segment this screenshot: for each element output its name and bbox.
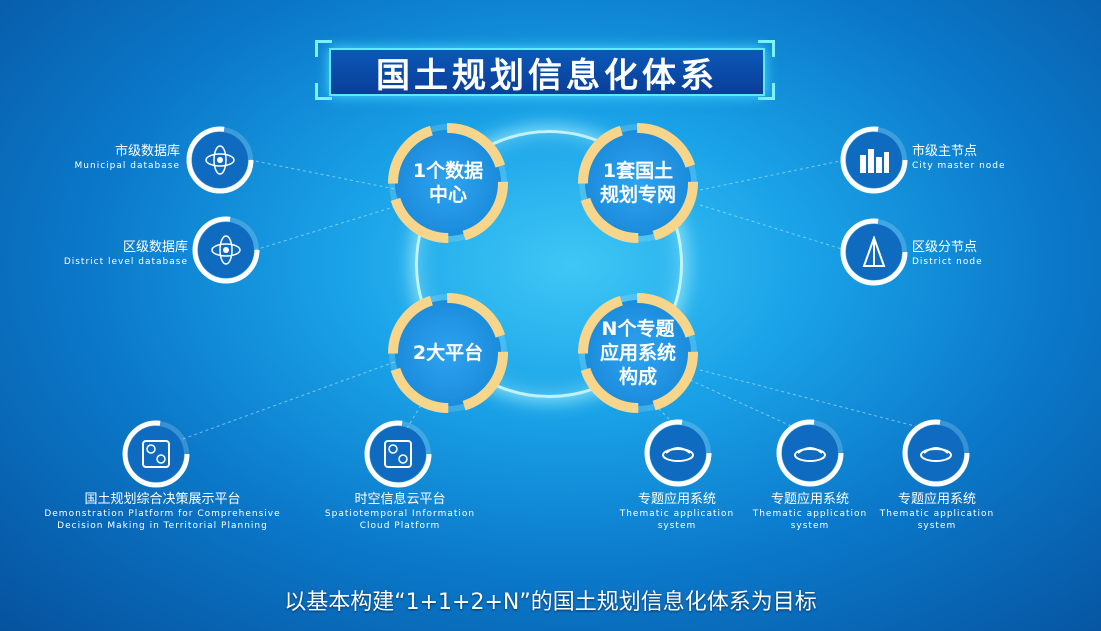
app-icon <box>644 419 712 487</box>
hub-label: N个专题应用系统构成 <box>599 318 676 388</box>
ring-icon <box>388 293 508 413</box>
subtitle-caption: 以基本构建“1+1+2+N”的国土规划信息化体系为目标 <box>284 590 817 615</box>
label-app-3: 专题应用系统 Thematic application system <box>879 492 995 531</box>
database-icon <box>186 126 254 194</box>
app-icon <box>776 419 844 487</box>
label-app-1: 专题应用系统 Thematic application system <box>619 492 735 531</box>
label-municipal-db: 市级数据库 Municipal database <box>74 144 180 171</box>
database-icon <box>192 216 260 284</box>
hub-label: 2大平台 <box>412 342 484 364</box>
label-cloud-platform: 时空信息云平台 Spatiotemporal Information Cloud… <box>324 492 476 531</box>
ring-icon <box>578 293 698 413</box>
app-icon <box>902 419 970 487</box>
ring-icon <box>388 123 508 243</box>
central-glow-ring <box>415 130 683 398</box>
label-city-master: 市级主节点 City master node <box>912 144 1006 171</box>
label-district-db: 区级数据库 District level database <box>63 240 188 267</box>
label-decision-platform: 国土规划综合决策展示平台 Demonstration Platform for … <box>44 492 281 531</box>
hub-label: 1个数据中心 <box>412 160 484 206</box>
hub-apps: N个专题应用系统构成 <box>578 293 698 413</box>
cloud-platform-icon <box>364 420 432 488</box>
dashboard-icon <box>122 420 190 488</box>
hub-data-center: 1个数据中心 <box>388 123 508 243</box>
city-buildings-icon <box>840 126 908 194</box>
label-app-2: 专题应用系统 Thematic application system <box>752 492 868 531</box>
hub-network: 1套国土规划专网 <box>578 123 698 243</box>
tower-icon <box>840 218 908 286</box>
ring-icon <box>578 123 698 243</box>
label-district-node: 区级分节点 District node <box>912 240 983 267</box>
title-frame: 国土规划信息化体系 <box>315 40 775 100</box>
hub-label: 1套国土规划专网 <box>599 160 676 206</box>
hub-platforms: 2大平台 <box>388 293 508 413</box>
page-title: 国土规划信息化体系 <box>329 48 765 96</box>
